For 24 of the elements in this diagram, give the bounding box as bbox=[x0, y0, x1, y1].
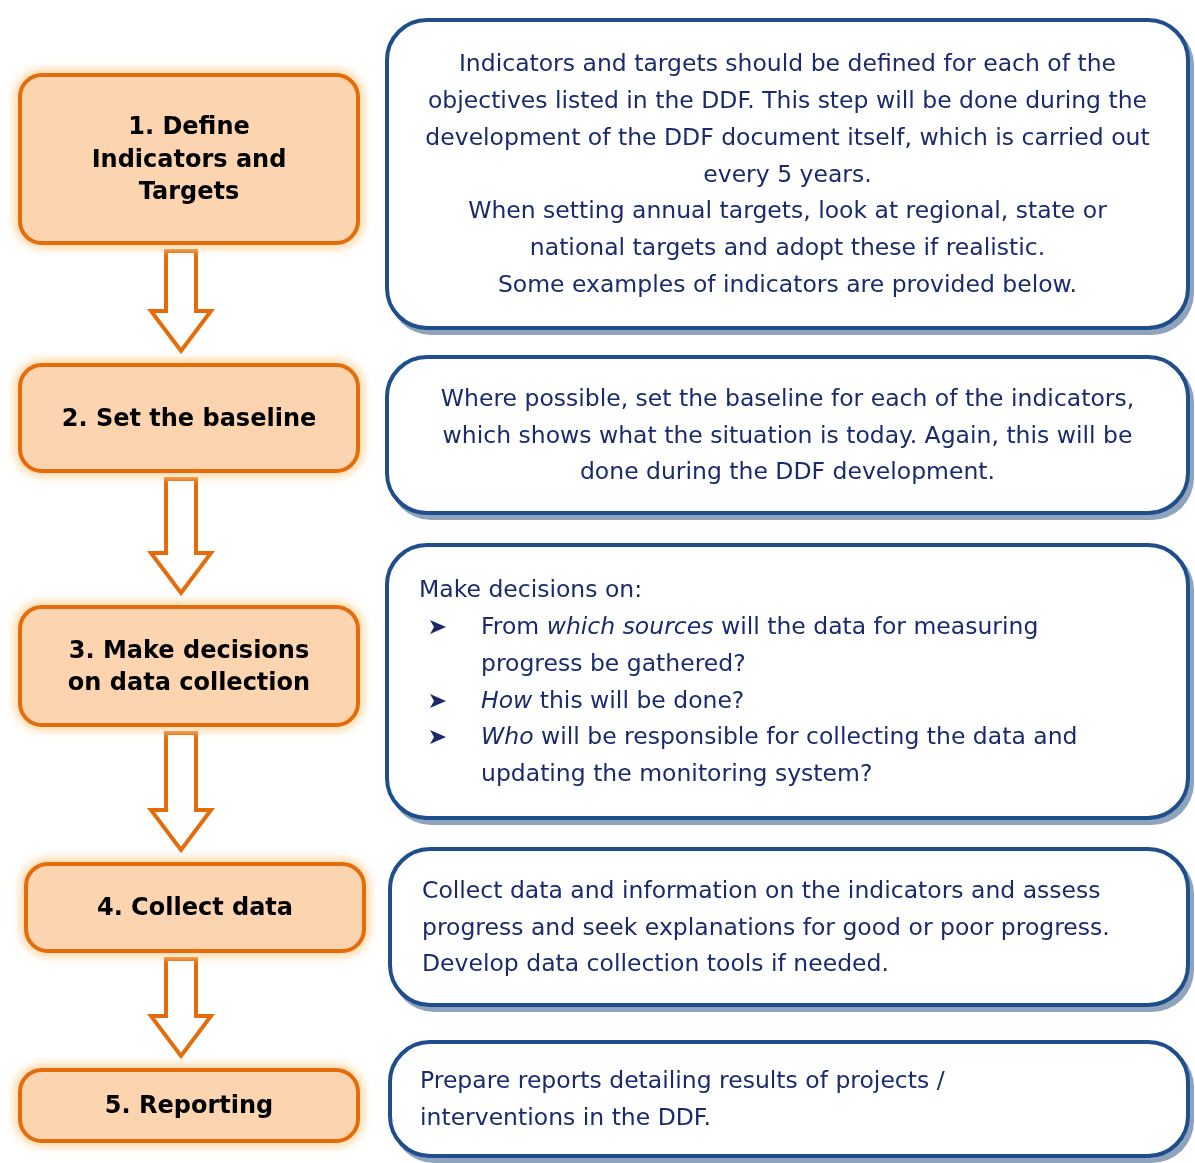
description-text: Collect data and information on the indicators and assess progress and seek explanations for good or poor progress. Develop data collection tools if needed. bbox=[422, 874, 1111, 980]
description-text: Make decisions on: bbox=[419, 573, 644, 605]
description-text: When setting annual targets, look at regional, state or national targets and adopt these if realistic. bbox=[467, 195, 1108, 264]
step-box bbox=[18, 73, 360, 245]
bullet-text: From which sources will the data for measuring progress be gathered? bbox=[481, 611, 1039, 677]
description-text: Indicators and targets should be defined for each of the objectives listed in the DDF. This step will be done during the development of the DDF document itself, which is carried out every 5 years. bbox=[424, 47, 1151, 190]
description-text: Some examples of indicators are provided below. bbox=[496, 269, 1079, 301]
description-text: Where possible, set the baseline for each of the indicators, which shows what the situation is today. Again, this will be done during the DDF development. bbox=[439, 382, 1136, 488]
block-arrow bbox=[147, 957, 215, 1060]
bullet-text: How this will be done? bbox=[481, 685, 745, 714]
step-title: 3. Make decisions on data collection bbox=[66, 634, 312, 698]
step-title: 4. Collect data bbox=[96, 892, 294, 924]
block-arrow bbox=[147, 477, 215, 597]
bullet-text: Who will be responsible for collecting the data and updating the monitoring system? bbox=[481, 722, 1078, 788]
description-text: Prepare reports detailing results of projects / interventions in the DDF. bbox=[420, 1065, 946, 1133]
step-title: 5. Reporting bbox=[104, 1090, 274, 1122]
step-title: 1. Define Indicators and Targets bbox=[90, 111, 288, 208]
step-box bbox=[18, 363, 360, 473]
block-arrow bbox=[147, 249, 215, 355]
step-box bbox=[24, 862, 366, 953]
step-box bbox=[18, 605, 360, 727]
step-title: 2. Set the baseline bbox=[61, 402, 317, 434]
block-arrow bbox=[147, 731, 215, 854]
step-box bbox=[18, 1068, 360, 1143]
